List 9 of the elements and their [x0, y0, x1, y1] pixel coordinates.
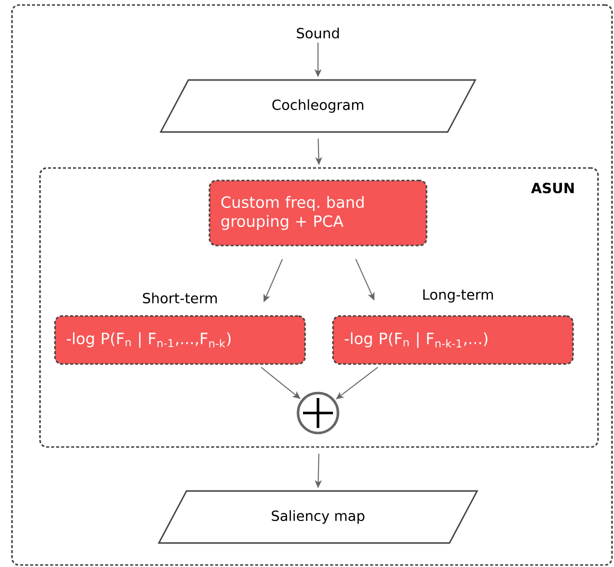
process-box: Custom freq. band grouping + PCA [208, 180, 428, 246]
group-title: ASUN [531, 182, 574, 194]
process-box: -log P(F$_{n}$ | F$_{n-1}$,...,F$_{n-k}$) [54, 315, 306, 365]
input-label: Sound [296, 28, 339, 38]
process-box: -log P(F$_{n}$ | F$_{n-k-1}$,...) [332, 315, 574, 365]
branch-label: Long-term [423, 289, 493, 303]
outer-frame [11, 4, 613, 566]
sum-symbol [296, 392, 340, 434]
branch-label: Short-term [143, 292, 217, 304]
